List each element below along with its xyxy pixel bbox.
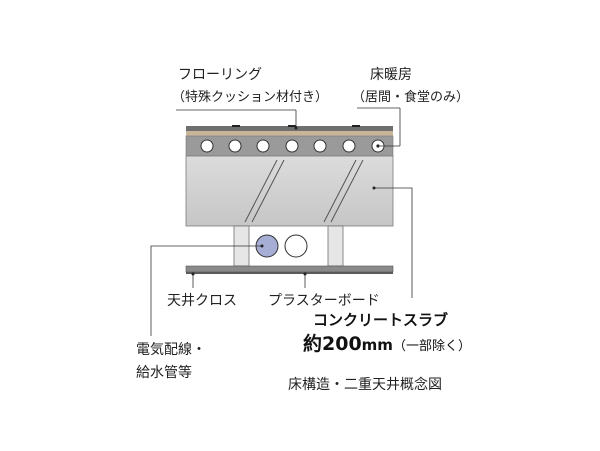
leader-dot	[303, 272, 307, 276]
slab-break-marks	[244, 159, 364, 223]
heating-pipe-icon	[256, 139, 270, 153]
label-flooring: フローリング	[178, 67, 262, 83]
label-flooring-note: （特殊クッション材付き）	[172, 90, 328, 105]
heating-pipe-icon	[228, 139, 242, 153]
plaster-board	[185, 265, 394, 273]
heating-pipe-icon	[200, 139, 214, 153]
slab-thickness-note: （一部除く）	[393, 339, 471, 354]
label-wiring: 電気配線・	[136, 342, 206, 358]
label-slab-thickness: 約200mm（一部除く）	[303, 332, 471, 355]
ceiling-cloth	[186, 272, 393, 274]
heating-pipe-dot	[376, 144, 380, 148]
flooring-cushion-layer	[186, 131, 393, 136]
leader-dot	[260, 244, 264, 248]
label-plaster-board: プラスターボード	[268, 293, 380, 309]
heating-pipe-icon	[285, 139, 299, 153]
leader-dot	[191, 272, 195, 276]
ceiling-hanger-right	[327, 225, 344, 267]
label-floor-heating: 床暖房	[370, 67, 412, 83]
label-water-pipe: 給水管等	[136, 364, 192, 381]
leader-dot	[372, 186, 376, 190]
concrete-slab	[185, 155, 394, 227]
leader-lines	[150, 107, 413, 336]
heating-pipe-icon	[313, 139, 327, 153]
heating-pipe-icon	[342, 139, 356, 153]
label-floor-heating-note: （居間・食堂のみ）	[352, 89, 469, 105]
label-concrete-slab: コンクリートスラブ	[313, 311, 448, 329]
label-ceiling-cloth: 天井クロス	[167, 293, 237, 309]
slab-thickness-unit: mm	[362, 336, 393, 354]
diagram-caption: 床構造・二重天井概念図	[288, 376, 442, 393]
water-supply-pipe-icon	[284, 234, 308, 258]
flooring-top-layer	[186, 126, 393, 132]
slab-thickness-value: 約200	[303, 332, 362, 355]
leader-dot	[294, 126, 298, 130]
